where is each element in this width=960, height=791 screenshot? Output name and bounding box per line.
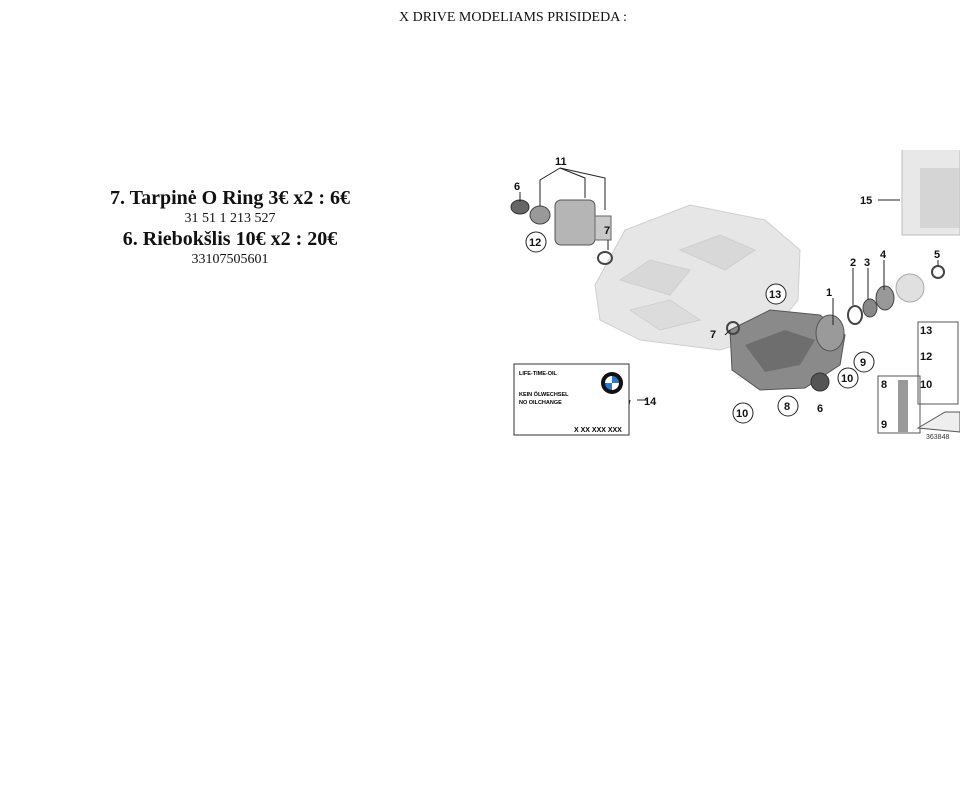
callout-number: 10 — [920, 379, 932, 391]
part-number: 33107505601 — [191, 252, 269, 267]
callout-number: 14 — [644, 396, 657, 408]
label-line: NO OILCHANGE — [519, 400, 562, 406]
part-title: 6. Riebokšlis 10€ x2 : 20€ — [122, 228, 338, 250]
oil-label-box: LIFE-TIME-OIL KEIN ÖLWECHSEL NO OILCHANG… — [513, 363, 630, 436]
exploded-view-drawing: 11 6 12 7 15 2 3 4 5 13 1 7 9 10 6 8 10 … — [510, 134, 960, 441]
callout-number: 7 — [710, 329, 716, 341]
fastener-panel — [877, 321, 960, 434]
callout-number: 9 — [881, 419, 887, 431]
callout-number: 12 — [529, 237, 541, 249]
callout-labels: 11 6 12 7 15 2 3 4 5 13 1 7 9 10 6 8 10 … — [514, 156, 940, 431]
axle-housing — [594, 204, 801, 351]
callout-number: 15 — [860, 195, 872, 207]
parts-diagram: 11 6 12 7 15 2 3 4 5 13 1 7 9 10 6 8 10 … — [500, 134, 960, 450]
label-line: LIFE-TIME-OIL — [519, 371, 558, 377]
parts-list: 7. Tarpinė O Ring 3€ x2 : 6€ 31 51 1 213… — [0, 186, 460, 268]
callout-number: 8 — [881, 379, 887, 391]
callout-number: 4 — [880, 249, 887, 261]
callout-number: 7 — [604, 225, 610, 237]
callout-number: 6 — [514, 181, 520, 193]
callout-number: 13 — [920, 325, 932, 337]
figure-number: 363848 — [926, 434, 949, 441]
seal-rings — [726, 265, 945, 392]
leader-lines — [519, 167, 939, 411]
callout-number: 10 — [736, 408, 748, 420]
differential-unit — [729, 309, 846, 391]
callout-number: 10 — [841, 373, 853, 385]
callout-number: 5 — [934, 249, 940, 261]
callout-number: 8 — [784, 401, 790, 413]
callout-number: 12 — [920, 351, 932, 363]
callout-number: 11 — [555, 156, 567, 168]
bmw-logo-icon — [601, 372, 623, 394]
callout-number: 6 — [817, 403, 823, 415]
callout-number: 1 — [826, 287, 832, 299]
callout-number: 13 — [769, 289, 781, 301]
callout-number: 9 — [860, 357, 866, 369]
part-number: 31 51 1 213 527 — [184, 211, 276, 226]
part-title: 7. Tarpinė O Ring 3€ x2 : 6€ — [109, 187, 351, 209]
page-header: X DRIVE MODELIAMS PRISIDEDA : — [399, 10, 627, 25]
callout-number: 2 — [850, 257, 856, 269]
callout-number: 3 — [864, 257, 870, 269]
label-code: X XX XXX XXX — [574, 427, 622, 434]
label-line: KEIN ÖLWECHSEL — [519, 391, 569, 398]
flange-assembly — [510, 199, 613, 265]
oil-bottle — [901, 134, 960, 236]
